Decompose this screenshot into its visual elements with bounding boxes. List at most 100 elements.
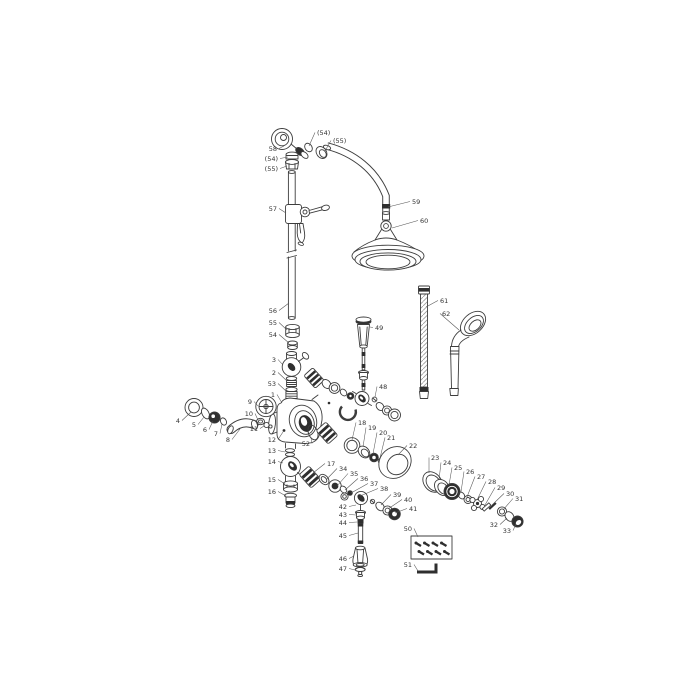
leader-line-44	[348, 521, 358, 523]
leader-line-18	[351, 422, 357, 441]
leader-line-54	[278, 334, 290, 344]
leader-line-38	[359, 488, 379, 497]
part-label-13: 13	[268, 447, 276, 455]
leader-line-54	[308, 132, 316, 147]
part-label-38: 38	[380, 485, 388, 493]
part-labels: 58(54)(55)(54)(55)5759606162565554325314…	[176, 129, 523, 573]
leader-line-41	[394, 508, 408, 514]
part-label-22: 22	[409, 442, 417, 450]
leader-line-55	[324, 140, 332, 152]
shower-hose	[418, 285, 430, 399]
leader-line-42	[348, 504, 357, 507]
leader-line-26	[460, 471, 465, 493]
leader-line-36	[344, 478, 359, 491]
part-label-5: 5	[192, 421, 196, 429]
leader-line-37	[350, 483, 369, 494]
leader-line-7	[219, 423, 223, 434]
riser-union-nuts	[285, 323, 300, 350]
leader-line-27	[466, 476, 476, 498]
part-label-55: (55)	[265, 165, 278, 173]
screw-icon	[414, 541, 422, 547]
part-label-17: 17	[327, 460, 335, 468]
leader-line-3	[277, 359, 284, 366]
leader-line-15	[277, 479, 286, 485]
leader-line-60	[391, 220, 419, 229]
part-label-18: 18	[358, 419, 366, 427]
hardware-box	[410, 535, 453, 560]
leader-line-17	[312, 463, 326, 474]
part-label-25: 25	[454, 464, 462, 472]
shower-arm	[322, 142, 391, 221]
leader-line-57	[278, 208, 287, 214]
part-label-29: 29	[497, 484, 505, 492]
leader-line-29	[484, 487, 496, 506]
part-label-27: 27	[477, 473, 485, 481]
part-label-46: 46	[339, 555, 347, 563]
part-label-19: 19	[368, 424, 376, 432]
upper-ring-chain	[304, 368, 401, 422]
leader-line-53	[277, 383, 288, 393]
part-label-41: 41	[409, 505, 417, 513]
leader-line-20	[372, 432, 378, 455]
leader-line-8	[231, 428, 241, 440]
riser-rail	[286, 170, 297, 320]
screw-icon	[417, 550, 425, 556]
part-label-33: 33	[503, 527, 511, 535]
part-label-14: 14	[268, 458, 276, 466]
leader-line-47	[348, 568, 356, 571]
part-label-42: 42	[339, 503, 347, 511]
leader-line-6	[208, 420, 214, 430]
part-label-36: 36	[360, 475, 368, 483]
leader-line-59	[387, 201, 411, 208]
leader-line-52	[310, 437, 313, 444]
screw-icon	[434, 550, 442, 556]
spout-parts	[184, 398, 259, 435]
shower-head	[351, 220, 425, 271]
part-label-55: 55	[269, 319, 277, 327]
part-label-1: 1	[271, 391, 275, 399]
under-body-rings	[284, 448, 296, 457]
part-label-9: 9	[248, 398, 252, 406]
part-label-2: 2	[272, 369, 276, 377]
leader-line-43	[348, 514, 357, 516]
part-label-28: 28	[488, 478, 496, 486]
part-label-12: 12	[268, 436, 276, 444]
handle-parts-chain	[422, 471, 524, 528]
part-label-61: 61	[440, 297, 448, 305]
leader-line-12	[277, 431, 284, 440]
leader-line-30	[491, 493, 505, 506]
leader-line-40	[387, 499, 403, 510]
leader-line-21	[379, 437, 386, 459]
leader-line-14	[277, 461, 284, 464]
part-label-20: 20	[379, 429, 387, 437]
part-label-10: 10	[245, 410, 253, 418]
part-label-58: 58	[269, 145, 277, 153]
flow-cartridge-chain	[299, 466, 401, 521]
part-label-16: 16	[268, 488, 276, 496]
leader-line-2	[277, 372, 288, 382]
leader-line-28	[476, 481, 487, 501]
leader-line-34	[325, 468, 338, 481]
leader-line-50	[413, 528, 419, 538]
leader-line-56	[278, 302, 290, 311]
diverter-knob	[352, 316, 378, 406]
leader-line-46	[348, 555, 355, 559]
part-label-50: 50	[404, 525, 412, 533]
leader-line-49	[369, 326, 374, 328]
part-label-60: 60	[420, 217, 428, 225]
leader-line-32	[499, 517, 508, 525]
part-label-23: 23	[431, 454, 439, 462]
part-label-47: 47	[339, 565, 347, 573]
screw-icon	[426, 550, 434, 556]
part-label-54: (54)	[317, 129, 330, 137]
leader-line-9	[253, 401, 259, 407]
leader-line-22	[397, 445, 408, 456]
leader-line-55	[279, 165, 288, 169]
leader-line-35	[336, 473, 349, 487]
valve-body	[268, 394, 331, 449]
part-label-24: 24	[443, 459, 451, 467]
part-label-43: 43	[339, 511, 347, 519]
part-label-8: 8	[226, 436, 230, 444]
part-label-54: (54)	[265, 155, 278, 163]
leader-line-58	[278, 145, 285, 149]
